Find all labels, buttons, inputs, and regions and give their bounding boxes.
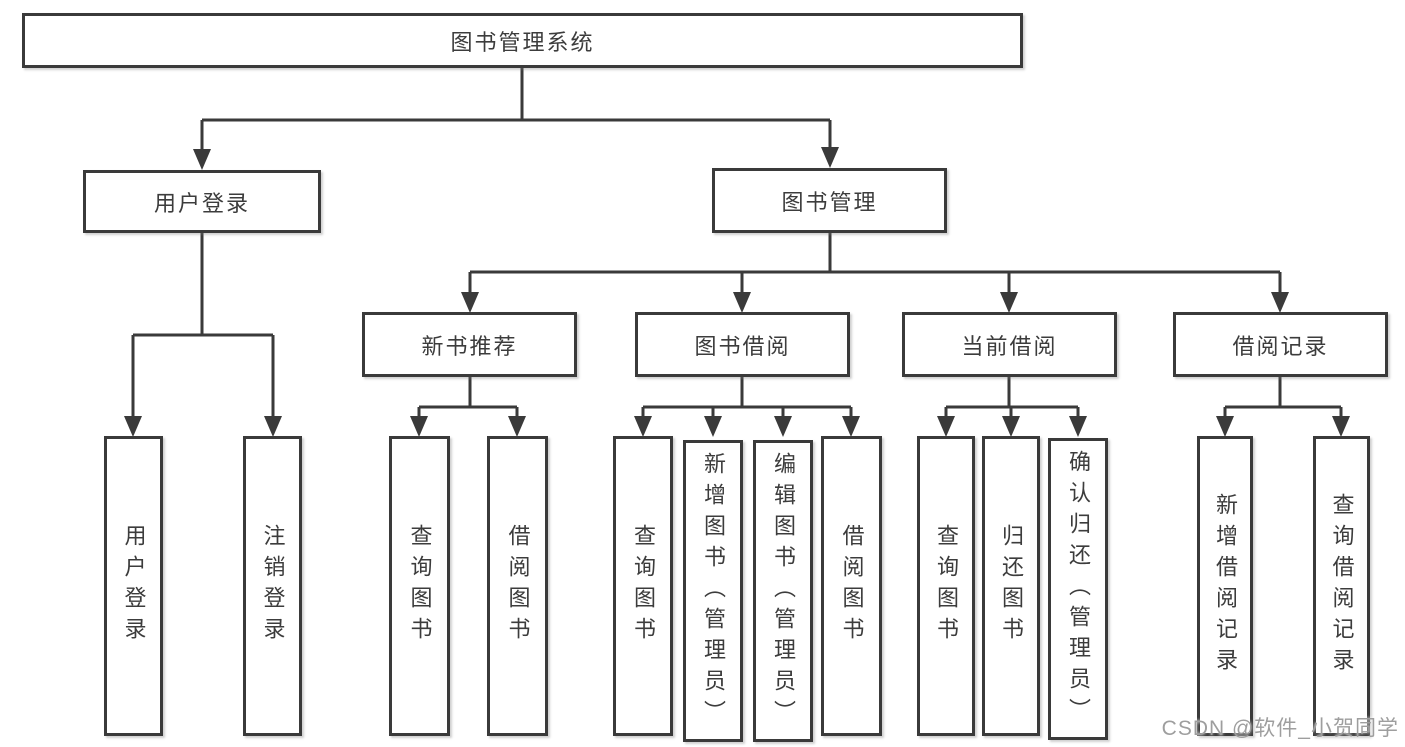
node-library-system-root: 图书管理系统 [22, 13, 1023, 68]
leaf-query-books-recommend: 查询图书 [389, 436, 450, 736]
leaf-user-login: 用户登录 [104, 436, 163, 736]
leaf-borrow-books-recommend: 借阅图书 [487, 436, 548, 736]
csdn-watermark: CSDN @软件_小贺同学 [1161, 717, 1399, 740]
leaf-borrow-books-borrowing: 借阅图书 [821, 436, 882, 736]
node-user-login-branch: 用户登录 [83, 170, 321, 233]
leaf-confirm-return-admin: 确认归还（管理员） [1048, 438, 1108, 740]
leaf-query-books-current: 查询图书 [917, 436, 975, 736]
leaf-return-books: 归还图书 [982, 436, 1040, 736]
leaf-add-book-admin: 新增图书（管理员） [683, 440, 743, 742]
node-borrowing-records: 借阅记录 [1173, 312, 1388, 377]
leaf-add-borrow-record: 新增借阅记录 [1197, 436, 1253, 736]
leaf-query-books-borrowing: 查询图书 [613, 436, 673, 736]
node-book-borrowing: 图书借阅 [635, 312, 850, 377]
node-new-book-recommendation: 新书推荐 [362, 312, 577, 377]
node-current-borrowing: 当前借阅 [902, 312, 1117, 377]
leaf-edit-book-admin: 编辑图书（管理员） [753, 440, 813, 742]
node-book-management-branch: 图书管理 [712, 168, 947, 233]
leaf-query-borrow-record: 查询借阅记录 [1313, 436, 1370, 736]
leaf-logout: 注销登录 [243, 436, 302, 736]
